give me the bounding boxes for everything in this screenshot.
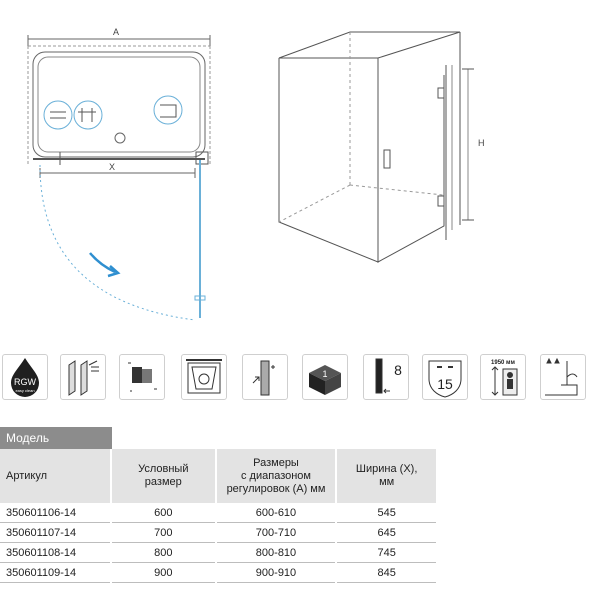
article-cell: 350601109-14	[0, 562, 111, 583]
height-icon: 1950 мм	[480, 354, 526, 400]
adjust-range-cell: 700-710	[214, 522, 337, 543]
table-row: 350601106-14 600 600-610 545	[0, 503, 436, 523]
rgw-easy-clean-icon: RGW easy clean	[2, 354, 48, 400]
nominal-size-cell: 600	[109, 503, 216, 523]
hinge-icon	[119, 354, 165, 400]
table-row: 350601107-14 700 700-710 645	[0, 522, 436, 543]
glass-thickness-icon: 8	[363, 354, 409, 400]
wall-adjust-icon	[242, 354, 288, 400]
technical-drawing: A X H	[27, 27, 485, 321]
width-cell: 545	[335, 503, 436, 523]
box-icon: 1	[302, 354, 348, 400]
warranty-value: 15	[437, 376, 453, 392]
dimension-a-label: A	[113, 27, 119, 37]
profile-count: 1	[322, 369, 327, 379]
header-article: Артикул	[0, 449, 111, 503]
feature-icons: RGW easy clean	[0, 348, 600, 408]
width-cell: 645	[335, 522, 436, 543]
nominal-size-cell: 700	[109, 522, 216, 543]
water-icon	[540, 354, 586, 400]
dimension-x-label: X	[109, 162, 115, 172]
dimension-h-label: H	[478, 138, 485, 148]
header-width: Ширина (X),мм	[335, 449, 436, 503]
rgw-sub-label: easy clean	[15, 388, 34, 393]
adjust-range-cell: 600-610	[214, 503, 337, 523]
profile-icon	[60, 354, 106, 400]
nominal-size-cell: 900	[109, 562, 216, 583]
plan-view	[27, 35, 211, 321]
width-cell: 745	[335, 542, 436, 563]
height-label: 1950 мм	[491, 360, 515, 366]
width-cell: 845	[335, 562, 436, 583]
glass-thickness-value: 8	[394, 362, 402, 378]
table-row: 350601109-14 900 900-910 845	[0, 562, 436, 583]
article-cell: 350601106-14	[0, 503, 111, 523]
table-row: 350601108-14 800 800-810 745	[0, 542, 436, 563]
tray-icon	[181, 354, 227, 400]
perspective-view	[278, 31, 474, 263]
adjust-range-cell: 800-810	[214, 542, 337, 563]
warranty-icon: 15	[422, 354, 468, 400]
article-cell: 350601107-14	[0, 522, 111, 543]
nominal-size-cell: 800	[109, 542, 216, 563]
model-tab: Модель	[0, 427, 112, 449]
article-cell: 350601108-14	[0, 542, 111, 563]
adjust-range-cell: 900-910	[214, 562, 337, 583]
rgw-label: RGW	[14, 377, 37, 387]
